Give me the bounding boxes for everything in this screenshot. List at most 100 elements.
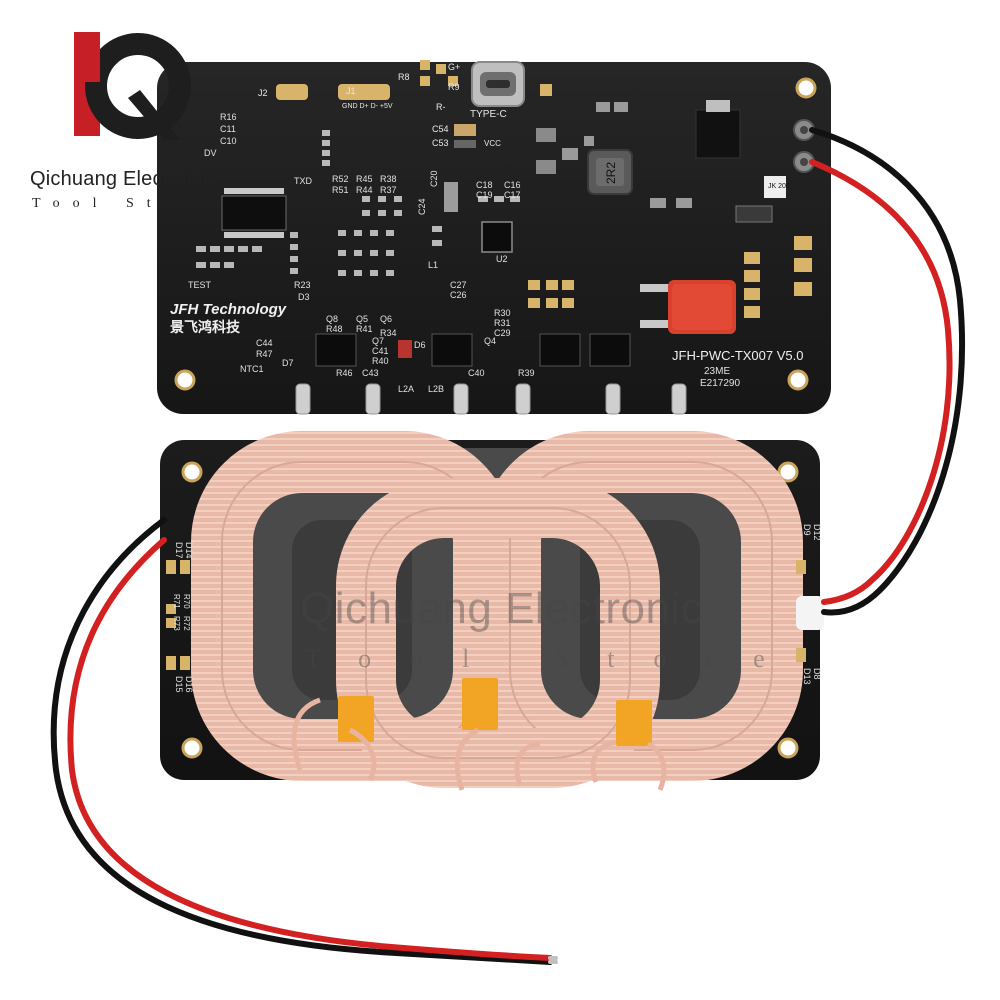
capacitor-c20 xyxy=(444,182,458,212)
silk-c54: C54 xyxy=(432,124,449,134)
film-capacitor xyxy=(640,280,736,334)
silk-r70: R70 xyxy=(182,594,191,609)
watermark-tagline: Tool Store xyxy=(305,644,804,673)
silk-r72: R72 xyxy=(182,616,191,631)
silk-l2b: L2B xyxy=(428,384,444,394)
silk-rminus: R- xyxy=(436,102,446,112)
silk-r31: R31 xyxy=(494,318,511,328)
silk-d14: D14 xyxy=(184,542,194,559)
board-model: JFH-PWC-TX007 V5.0 xyxy=(672,348,803,363)
board-maker-en: JFH Technology xyxy=(170,301,287,318)
brand-name: Qichuang Electronic xyxy=(30,168,213,190)
silk-c29: C29 xyxy=(494,328,511,338)
silk-c11: C11 xyxy=(220,124,236,134)
silk-c43: C43 xyxy=(362,368,379,378)
inductor-2r2 xyxy=(587,149,633,195)
jk-component xyxy=(764,176,786,198)
coil-board-pads xyxy=(166,560,806,670)
right-pad-bank xyxy=(528,236,812,318)
silk-c24: C24 xyxy=(417,198,427,215)
silk-txd: TXD xyxy=(294,176,313,186)
silk-d17: D17 xyxy=(174,542,184,559)
coil-board-holes xyxy=(181,461,799,759)
silk-d7: D7 xyxy=(282,358,294,368)
silk-r73: R73 xyxy=(172,616,181,631)
test-label: TEST xyxy=(188,280,212,290)
silk-q8: Q8 xyxy=(326,314,338,324)
silk-r46: R46 xyxy=(336,368,353,378)
silk-c53: C53 xyxy=(432,138,449,148)
silk-d15: D15 xyxy=(174,676,184,693)
silk-dv: DV xyxy=(204,148,217,158)
silk-c20: C20 xyxy=(429,170,439,187)
silk-q4: Q4 xyxy=(484,336,496,346)
silk-r44: R44 xyxy=(356,185,373,195)
silk-c18: C18 xyxy=(476,180,493,190)
board-maker-cn: 景飞鸿科技 xyxy=(170,319,241,336)
transmitter-board: TYPE-C R8 G+ R9 R- J1 GND D+ D- +5V J2 xyxy=(157,60,831,415)
usb-c-port xyxy=(471,61,525,107)
mounting-holes xyxy=(174,77,817,391)
coil-solder-tabs xyxy=(295,383,687,415)
silk-c10: C10 xyxy=(220,136,237,146)
coil-center xyxy=(336,478,660,788)
silk-r45: R45 xyxy=(356,174,373,184)
brand-tagline: Tool Store xyxy=(32,196,221,211)
silk-c40: C40 xyxy=(468,368,485,378)
power-terminals xyxy=(793,119,815,173)
silk-d6: D6 xyxy=(414,340,426,350)
silk-r47: R47 xyxy=(256,349,273,359)
silk-c44: C44 xyxy=(256,338,273,348)
inductor-label: 2R2 xyxy=(604,162,618,184)
mosfet-row xyxy=(315,333,631,367)
silk-r71: R71 xyxy=(172,594,181,609)
coil-right xyxy=(479,431,803,781)
silk-c19: C19 xyxy=(476,190,493,200)
silk-r16: R16 xyxy=(220,112,237,122)
silk-r9: R9 xyxy=(448,82,460,92)
silk-u2: U2 xyxy=(496,254,508,264)
silk-d9: D9 xyxy=(802,524,812,536)
silk-r23: R23 xyxy=(294,280,311,290)
silk-q7: Q7 xyxy=(372,336,384,346)
cable-clip xyxy=(796,596,824,630)
jk-label: JK 200 xyxy=(768,183,790,190)
silk-r48: R48 xyxy=(326,324,343,334)
silk-c17: C17 xyxy=(504,190,521,200)
regulator-ic xyxy=(695,100,741,159)
silk-c27: C27 xyxy=(450,280,467,290)
silk-j1: J1 xyxy=(346,86,356,96)
led-d6 xyxy=(398,340,412,358)
silk-r38: R38 xyxy=(380,174,397,184)
silk-q5: Q5 xyxy=(356,314,368,324)
coil-leads xyxy=(291,697,667,791)
smd-components xyxy=(454,102,773,223)
silk-r37: R37 xyxy=(380,185,397,195)
connector-pads xyxy=(276,60,552,100)
resistor-array xyxy=(196,130,520,276)
qichuang-logo-icon xyxy=(74,32,191,140)
silk-j2: J2 xyxy=(258,88,268,98)
silk-d3: D3 xyxy=(298,292,310,302)
silk-d8: D8 xyxy=(812,668,822,680)
silk-l1: L1 xyxy=(428,260,438,270)
silk-r8: R8 xyxy=(398,72,410,82)
silk-d12: D12 xyxy=(812,524,822,541)
ntc-label: NTC1 xyxy=(240,364,264,374)
kapton-tape xyxy=(338,678,652,746)
usb-c-label: TYPE-C xyxy=(470,109,507,120)
silk-d16: D16 xyxy=(184,676,194,693)
silk-j1-pins: GND D+ D- +5V xyxy=(342,103,393,110)
silk-r30: R30 xyxy=(494,308,511,318)
silk-r39: R39 xyxy=(518,368,535,378)
coil-board: D17 D14 R71 R70 R73 R72 D15 D16 D9 D12 D… xyxy=(160,431,824,791)
silk-q6: Q6 xyxy=(380,314,392,324)
silk-r52: R52 xyxy=(332,174,349,184)
controller-chip xyxy=(221,188,287,238)
watermark-name: Qichuang Electronic xyxy=(300,584,704,633)
silk-r41: R41 xyxy=(356,324,373,334)
silk-c16: C16 xyxy=(504,180,521,190)
silk-c41: C41 xyxy=(372,346,389,356)
silk-c26: C26 xyxy=(450,290,467,300)
